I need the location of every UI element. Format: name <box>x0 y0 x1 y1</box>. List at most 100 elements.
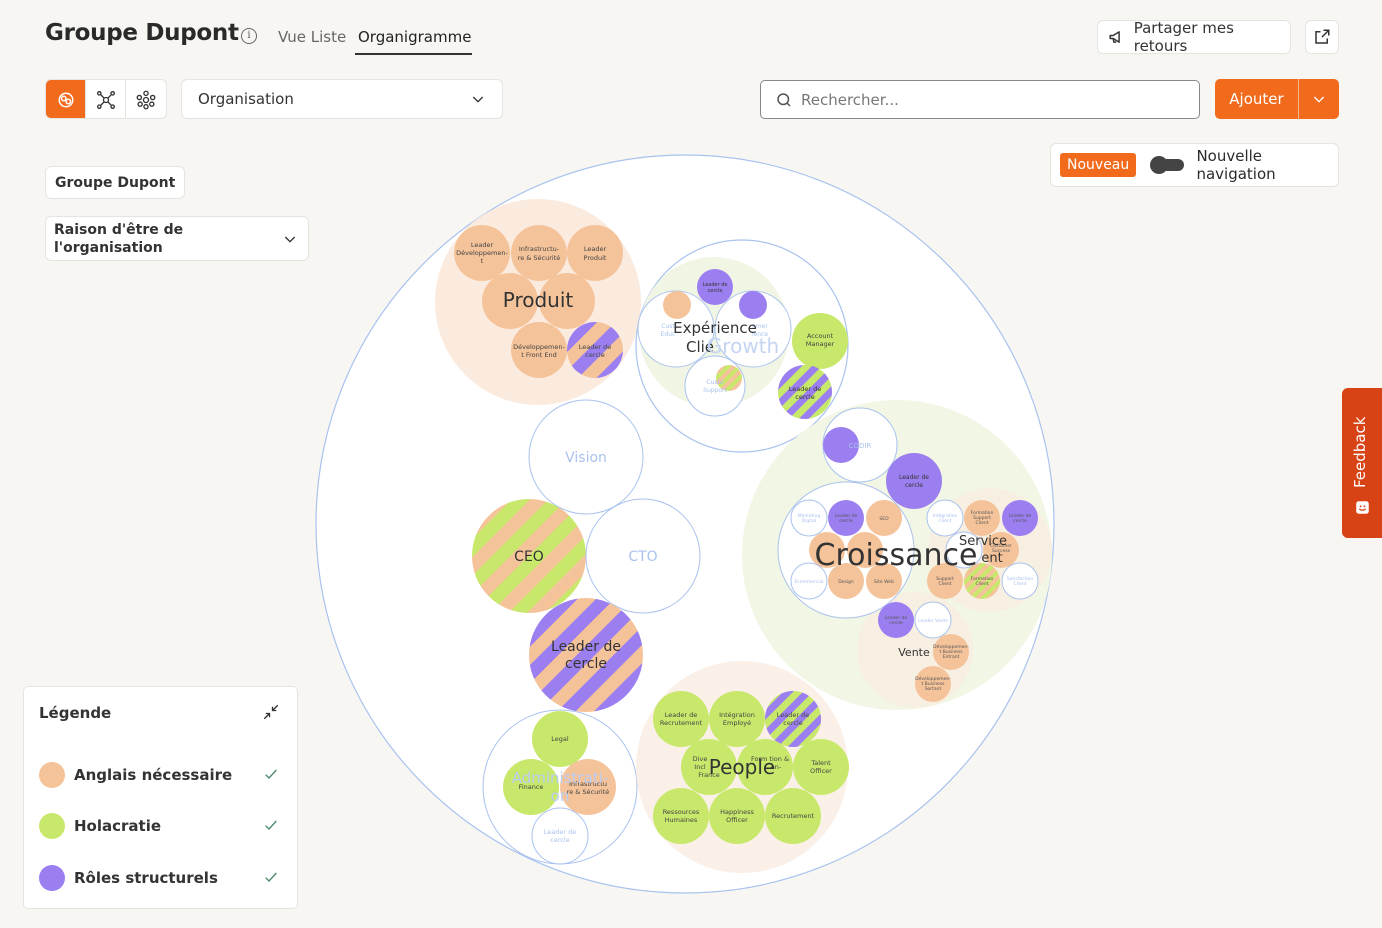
role-dev-business-entrant[interactable] <box>933 634 969 670</box>
search-input[interactable]: Rechercher... <box>760 80 1200 119</box>
role-formation-client[interactable] <box>964 563 1000 599</box>
role-cto[interactable] <box>585 498 701 614</box>
breadcrumb[interactable]: Groupe Dupont <box>45 166 186 199</box>
circle-title-service-client: ent <box>981 551 1002 566</box>
legend-item-anglais[interactable]: Anglais nécessaire <box>39 762 279 788</box>
role-leader-produit[interactable] <box>567 225 623 281</box>
role-vision[interactable] <box>528 399 644 515</box>
collapse-icon[interactable] <box>262 703 280 721</box>
role-dot[interactable] <box>739 291 767 319</box>
role-label: cercle <box>1013 518 1027 524</box>
role-leader-de-cercle[interactable] <box>828 500 864 536</box>
role-label: Sortant <box>925 686 942 692</box>
share-feedback-button[interactable]: Partager mes retours <box>1097 19 1291 55</box>
role-dev-back-end-2[interactable] <box>539 273 595 329</box>
tab-vue-liste[interactable]: Vue Liste <box>278 28 347 46</box>
role-dev-front-end[interactable] <box>511 322 567 378</box>
role-ceo[interactable] <box>472 499 586 613</box>
legend-panel: Légende Anglais nécessaire Holacratie Rô… <box>23 686 298 909</box>
purpose-select[interactable]: Raison d'être de l'organisation <box>45 216 309 261</box>
role-dot[interactable] <box>716 365 742 391</box>
role-label: Recrutement <box>772 812 815 820</box>
role-leader-recrutement[interactable] <box>653 691 709 747</box>
role-leader-de-cercle[interactable] <box>697 269 733 305</box>
add-button[interactable]: Ajouter <box>1215 79 1299 119</box>
chevron-down-icon <box>472 96 484 103</box>
role-leader-de-cercle[interactable] <box>778 365 832 419</box>
role-label: Leader de <box>899 474 929 481</box>
view-network-button[interactable] <box>86 80 126 118</box>
organisation-select[interactable]: Organisation <box>181 79 503 119</box>
role-label: Leader <box>584 245 607 253</box>
role-label: Manager <box>806 340 835 348</box>
role-integration-client[interactable] <box>926 499 964 537</box>
role-label: en- <box>771 763 782 771</box>
role-ressources-humaines[interactable] <box>653 788 709 844</box>
role-recrutement[interactable] <box>765 788 821 844</box>
role-formation-support-client[interactable] <box>964 500 1000 536</box>
search-icon <box>777 92 791 107</box>
role-seo[interactable] <box>866 500 902 536</box>
role-label: Customer <box>990 543 1012 549</box>
role-leader-de-cercle[interactable] <box>878 602 914 638</box>
view-cluster-button[interactable] <box>126 80 166 118</box>
open-external-button[interactable] <box>1305 20 1339 54</box>
role-label: Legal <box>551 735 569 743</box>
role-leader-de-cercle[interactable] <box>765 691 821 747</box>
role-site-web[interactable] <box>866 563 902 599</box>
role-leader-de-cercle[interactable] <box>531 807 589 865</box>
role-integration-employe[interactable] <box>709 691 765 747</box>
feedback-tab[interactable]: Feedback <box>1342 388 1382 538</box>
tab-organigramme[interactable]: Organigramme <box>358 28 472 46</box>
role-formation-developpement[interactable] <box>737 739 793 795</box>
role-leader-developpement[interactable] <box>454 225 510 281</box>
megaphone-icon <box>1109 31 1120 43</box>
role-leader-de-cercle[interactable] <box>1002 500 1038 536</box>
info-icon[interactable]: i <box>241 28 257 44</box>
new-navigation-toggle[interactable] <box>1150 156 1185 174</box>
add-dropdown-button[interactable] <box>1299 79 1339 119</box>
role-label: Officer <box>726 816 748 824</box>
role-talent-officer[interactable] <box>793 739 849 795</box>
role-dot[interactable] <box>945 531 983 569</box>
role-label: Leader de <box>789 385 821 393</box>
role-label: t Front End <box>521 351 556 359</box>
role-dot[interactable] <box>847 532 883 568</box>
role-label: Talent <box>810 759 831 767</box>
role-account-manager[interactable] <box>792 313 848 369</box>
role-label: Success <box>992 548 1011 554</box>
role-satisfaction-client[interactable] <box>1001 562 1039 600</box>
role-dev-back-end[interactable] <box>482 273 538 329</box>
role-leader-de-cercle[interactable] <box>567 322 623 378</box>
role-infrastructure[interactable] <box>511 225 567 281</box>
role-support-client[interactable] <box>927 563 963 599</box>
role-dev-business-sortant[interactable] <box>915 666 951 702</box>
view-circles-button[interactable] <box>46 80 86 118</box>
role-label: t <box>481 257 484 265</box>
role-design[interactable] <box>828 563 864 599</box>
legend-item-roles-structurels[interactable]: Rôles structurels <box>39 865 279 891</box>
role-leader-de-cercle[interactable] <box>886 453 942 509</box>
role-dot[interactable] <box>663 291 691 319</box>
role-label: Leader de <box>544 828 576 836</box>
role-label: t Business <box>939 649 963 655</box>
role-label-vision: Vision <box>565 450 607 466</box>
role-infrastructure-securite[interactable] <box>560 759 616 815</box>
role-ecommercial[interactable] <box>790 562 828 600</box>
role-label: Custo <box>706 379 723 386</box>
role-leader-de-cercle-main[interactable] <box>529 598 643 712</box>
role-label: Produit <box>584 254 607 262</box>
role-legal[interactable] <box>532 711 588 767</box>
circle-customer-education[interactable] <box>637 290 715 368</box>
role-customer-success[interactable] <box>983 532 1019 568</box>
role-dot[interactable] <box>809 532 845 568</box>
role-finance[interactable] <box>503 759 559 815</box>
legend-item-holacratie[interactable]: Holacratie <box>39 813 279 839</box>
legend-title: Légende <box>39 704 112 722</box>
role-leader-de-cercle[interactable] <box>823 427 859 463</box>
role-label: Account <box>807 332 834 340</box>
role-marketing-digital[interactable] <box>790 499 828 537</box>
role-happiness-officer[interactable] <box>709 788 765 844</box>
role-leader-vente[interactable] <box>914 601 952 639</box>
role-diversite-inclusion[interactable] <box>681 739 737 795</box>
